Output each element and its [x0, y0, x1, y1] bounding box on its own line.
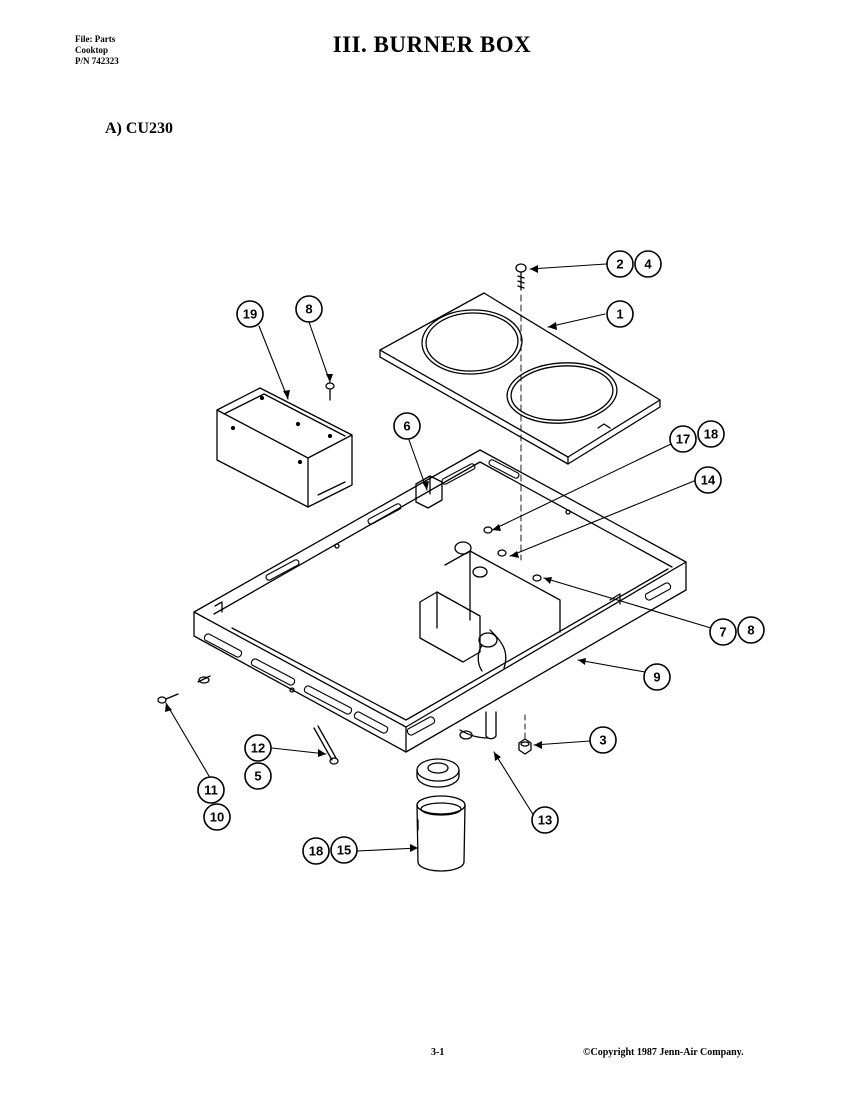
callout-7: 7 [709, 618, 737, 646]
file-line: File: Parts [75, 34, 116, 44]
callout-circle [203, 803, 231, 831]
burner-tube-part [459, 711, 497, 740]
grease-cup-part [416, 795, 466, 872]
callout-number: 2 [616, 257, 623, 272]
callout-circle [244, 762, 272, 790]
callout-1: 1 [606, 300, 634, 328]
section-label: A) CU230 [105, 120, 173, 137]
callout-number: 18 [309, 844, 323, 859]
product-line: Cooktop [75, 45, 109, 55]
callout-group: 2 4 1 19 8 6 17 18 14 7 8 9 3 12 5 11 10 13 18 15 [197, 250, 765, 865]
callout-number: 18 [704, 427, 718, 442]
top-plate-part [379, 292, 661, 465]
callout-circle [737, 616, 765, 644]
callout-number: 6 [403, 419, 410, 434]
callout-8: 8 [295, 295, 323, 323]
callout-number: 11 [204, 783, 218, 798]
callout-circle [197, 776, 225, 804]
callout-number: 5 [254, 769, 261, 784]
callout-number: 8 [305, 302, 312, 317]
callout-number: 13 [538, 813, 552, 828]
part-number-line: P/N 742323 [75, 56, 119, 66]
callout-17: 17 [669, 425, 697, 453]
callout-circle [589, 726, 617, 754]
callout-2: 2 [606, 250, 634, 278]
callout-4: 4 [634, 250, 662, 278]
callout-8-b: 8 [737, 616, 765, 644]
callout-number: 7 [719, 625, 726, 640]
callout-circle [531, 806, 559, 834]
callout-circle [236, 300, 264, 328]
callout-circle [244, 734, 272, 762]
side-screw-part [157, 675, 211, 704]
callout-number: 1 [616, 307, 623, 322]
callout-number: 19 [243, 307, 257, 322]
callout-number: 15 [337, 843, 351, 858]
file-header: File: Parts Cooktop P/N 742323 [75, 34, 119, 67]
callout-number: 8 [747, 623, 754, 638]
switch-bracket-part [419, 526, 561, 672]
callout-3: 3 [589, 726, 617, 754]
callout-18: 18 [697, 420, 725, 448]
grommet-part [416, 758, 460, 788]
arrowheads [165, 265, 586, 852]
junction-screw-part [325, 382, 335, 401]
long-screw-part [313, 725, 339, 765]
callout-circle [295, 295, 323, 323]
callout-circle [709, 618, 737, 646]
junction-box-part [216, 387, 353, 508]
page-title-text: III. BURNER BOX [332, 32, 532, 57]
callout-9: 9 [643, 663, 671, 691]
callout-13: 13 [531, 806, 559, 834]
callout-number: 4 [644, 257, 652, 272]
callout-number: 12 [251, 741, 265, 756]
back-bracket-part [415, 475, 443, 509]
callout-circle [302, 837, 330, 865]
callout-circle [330, 836, 358, 864]
callout-number: 14 [701, 473, 716, 488]
callout-circle [606, 250, 634, 278]
page-number: 3-1 [431, 1047, 445, 1058]
callout-circle [606, 300, 634, 328]
callout-10: 10 [203, 803, 231, 831]
callout-19: 19 [236, 300, 264, 328]
callout-6: 6 [393, 412, 421, 440]
page-title: III. BURNER BOX [0, 32, 848, 58]
callout-5: 5 [244, 762, 272, 790]
callout-number: 3 [599, 733, 606, 748]
nut-part [518, 714, 532, 755]
callout-circle [694, 466, 722, 494]
callout-circle [669, 425, 697, 453]
callout-circle [697, 420, 725, 448]
callout-14: 14 [694, 466, 722, 494]
callout-15: 15 [330, 836, 358, 864]
callout-circle [634, 250, 662, 278]
callout-12: 12 [244, 734, 272, 762]
callout-circle [643, 663, 671, 691]
copyright-notice: ©Copyright 1987 Jenn-Air Company. [583, 1047, 744, 1058]
callout-number: 9 [653, 670, 660, 685]
callout-18-b: 18 [302, 837, 330, 865]
leader-lines [165, 263, 712, 852]
callout-number: 17 [676, 432, 690, 447]
callout-number: 10 [210, 810, 224, 825]
burner-pan-part [193, 449, 687, 753]
callout-11: 11 [197, 776, 225, 804]
callout-circle [393, 412, 421, 440]
